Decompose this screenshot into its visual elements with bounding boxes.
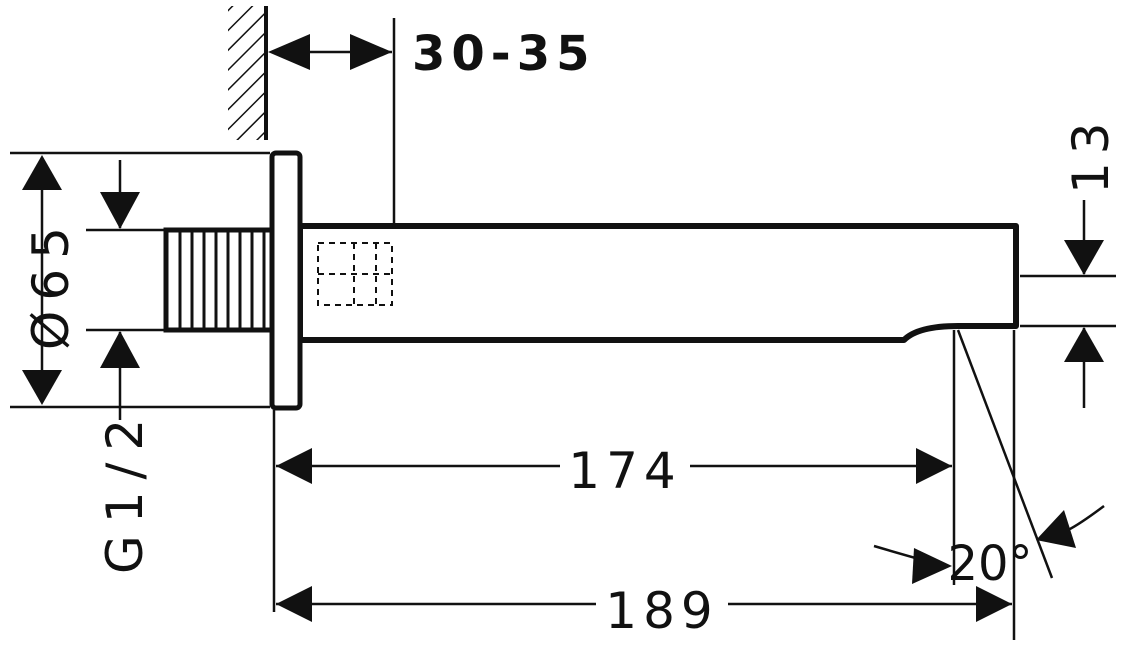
dimension-outlet-height bbox=[1020, 200, 1116, 408]
wall bbox=[228, 6, 268, 140]
overall-length-label: 189 bbox=[605, 582, 718, 640]
dimension-overall-length bbox=[276, 330, 1016, 640]
dimension-flange-diameter bbox=[10, 151, 270, 409]
thread-connector bbox=[163, 227, 277, 333]
dimension-thread bbox=[86, 160, 164, 420]
dimension-spout-length bbox=[272, 330, 956, 612]
dimension-wall-depth bbox=[268, 18, 396, 228]
outlet-height-label: 13 bbox=[1062, 114, 1120, 194]
wall-depth-label: 30-35 bbox=[412, 26, 596, 82]
spout-body bbox=[297, 223, 1019, 343]
thread-label: G1/2 bbox=[96, 407, 154, 574]
flange-rosette bbox=[269, 150, 303, 411]
flange-diameter-label: Ø65 bbox=[22, 217, 80, 350]
angle-label: 20° bbox=[947, 536, 1032, 592]
dimension-outlet-angle bbox=[873, 329, 1105, 584]
spout-length-label: 174 bbox=[568, 442, 681, 500]
